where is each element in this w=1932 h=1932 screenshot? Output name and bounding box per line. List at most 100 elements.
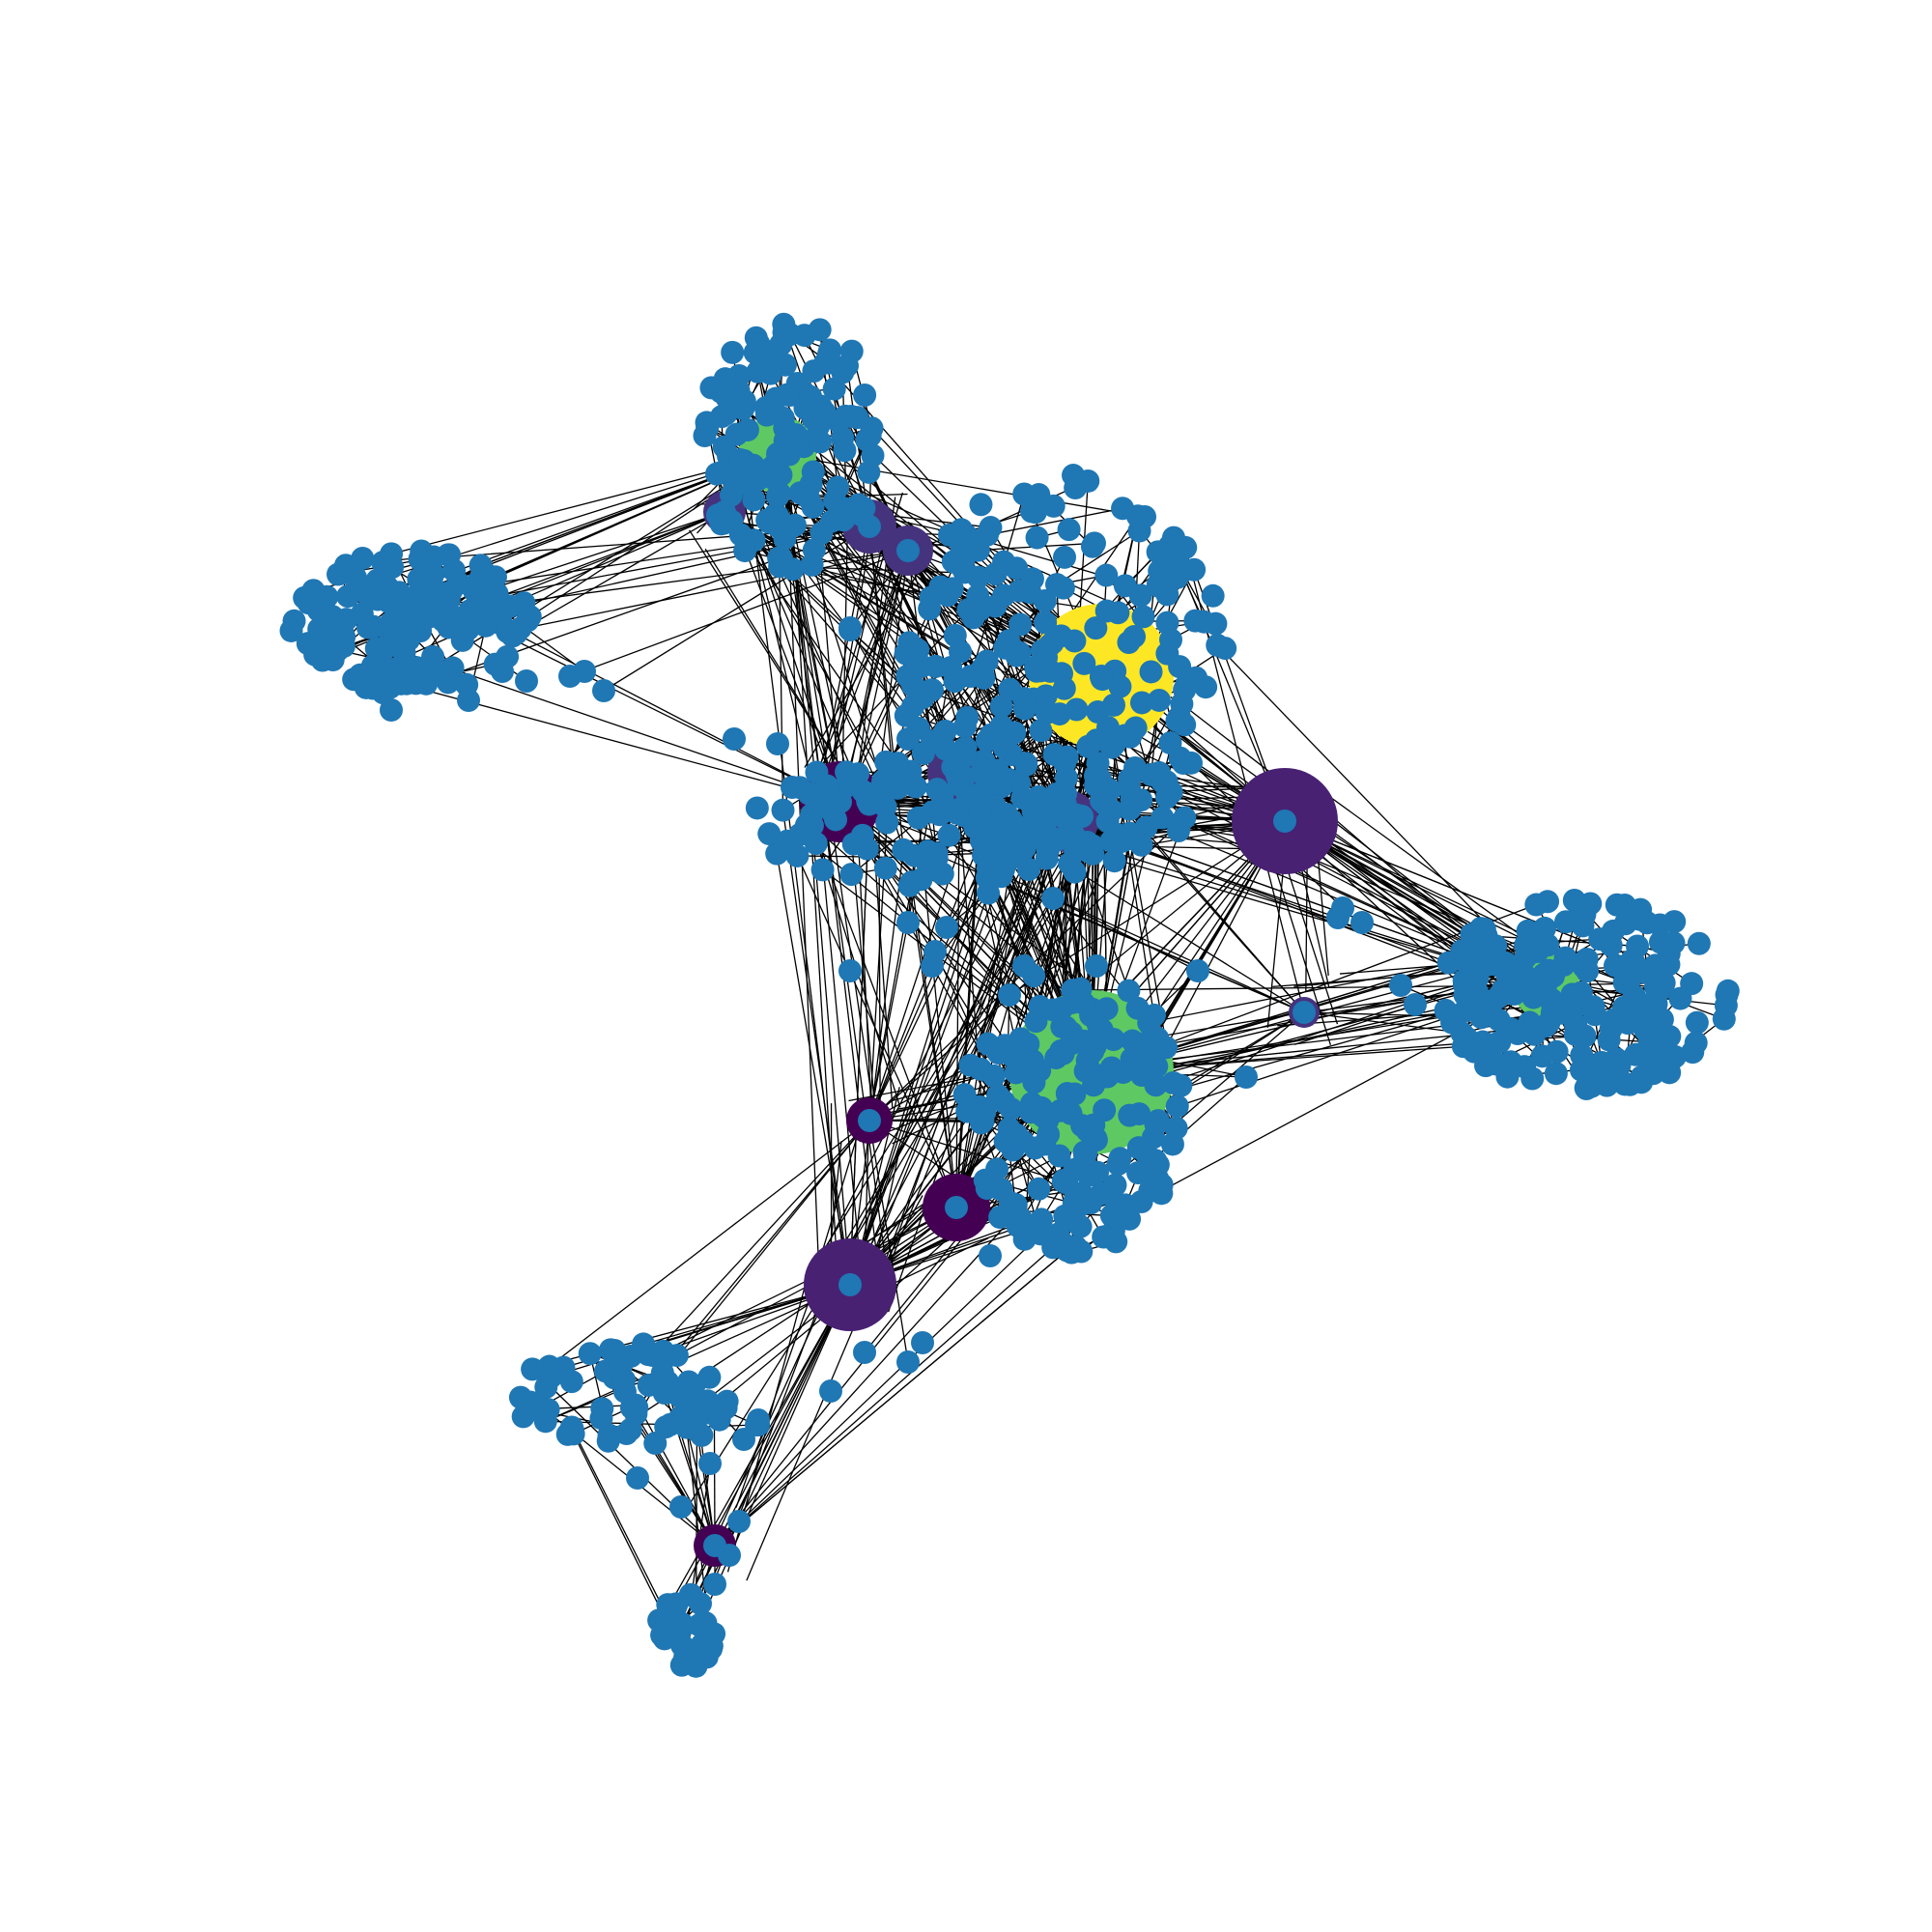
graph-node	[846, 762, 870, 786]
graph-node	[1011, 687, 1036, 711]
graph-node	[1123, 716, 1148, 740]
graph-node	[742, 488, 766, 512]
graph-node	[1094, 997, 1119, 1021]
graph-node	[373, 636, 397, 660]
graph-node	[1080, 1040, 1104, 1065]
graph-node	[827, 410, 851, 434]
graph-node	[838, 959, 862, 982]
graph-node	[392, 640, 416, 665]
graph-node	[703, 1534, 726, 1557]
graph-node	[1111, 497, 1135, 521]
graph-node	[1118, 1207, 1142, 1231]
graph-node	[988, 834, 1012, 858]
graph-node	[1034, 684, 1058, 708]
graph-node	[531, 1397, 555, 1421]
graph-node	[1714, 993, 1738, 1017]
graph-node	[1687, 931, 1711, 955]
graph-node	[1150, 1173, 1174, 1197]
graph-node	[921, 800, 945, 824]
graph-node	[1477, 998, 1501, 1022]
graph-node	[853, 384, 877, 408]
graph-node	[431, 609, 455, 633]
graph-node	[1117, 777, 1141, 801]
graph-node	[969, 493, 993, 517]
graph-node	[1144, 1073, 1168, 1097]
graph-node	[881, 758, 905, 782]
graph-node	[1073, 1144, 1097, 1168]
graph-node	[1118, 797, 1142, 821]
graph-node	[903, 775, 927, 799]
graph-edge	[878, 799, 881, 1108]
graph-node	[1524, 893, 1548, 917]
graph-node	[976, 523, 1000, 547]
graph-node	[485, 582, 509, 606]
graph-node	[933, 719, 957, 743]
graph-node	[853, 1341, 876, 1364]
graph-node	[829, 790, 852, 813]
graph-node	[1080, 1061, 1103, 1084]
graph-node	[1093, 1098, 1117, 1122]
graph-edge	[1056, 529, 1140, 585]
graph-node	[1434, 998, 1458, 1022]
graph-node	[518, 605, 542, 629]
graph-node	[279, 618, 303, 642]
graph-edge	[849, 804, 870, 1286]
graph-node	[1645, 979, 1669, 1003]
graph-node	[1606, 1053, 1631, 1077]
graph-node	[925, 778, 950, 802]
graph-node	[1099, 800, 1122, 823]
graph-edge	[777, 453, 1146, 518]
graph-node	[945, 761, 968, 784]
graph-node	[1028, 994, 1052, 1018]
graph-edge	[830, 520, 874, 771]
graph-node	[1117, 979, 1141, 1003]
graph-node	[1158, 731, 1182, 755]
graph-node	[1147, 688, 1171, 712]
graph-node	[1616, 1011, 1640, 1036]
graph-node	[976, 1032, 1000, 1056]
graph-node	[301, 586, 326, 611]
graph-node	[349, 574, 373, 598]
graph-edge	[849, 876, 1003, 1286]
graph-node	[896, 727, 920, 751]
graph-node	[670, 1634, 695, 1658]
graph-node	[1564, 1012, 1588, 1037]
graph-node	[380, 698, 403, 722]
graph-node	[896, 539, 920, 562]
graph-node	[896, 911, 920, 934]
graph-edge	[907, 738, 938, 854]
graph-node	[906, 638, 930, 662]
graph-node	[901, 674, 924, 697]
graph-node	[935, 916, 958, 939]
graph-node	[469, 554, 493, 578]
graph-node	[1194, 675, 1218, 699]
graph-node	[1019, 499, 1043, 524]
graph-edge	[805, 554, 908, 802]
graph-node	[714, 402, 738, 426]
graph-node	[1273, 810, 1296, 833]
graph-node	[956, 598, 980, 622]
graph-node	[457, 689, 480, 712]
graph-node	[361, 676, 385, 700]
graph-node	[841, 832, 866, 856]
graph-edge	[1052, 897, 1199, 972]
graph-node	[504, 621, 528, 645]
graph-node	[1118, 1103, 1142, 1127]
graph-node	[1051, 576, 1075, 600]
graph-node	[1053, 751, 1077, 775]
graph-node	[1052, 676, 1076, 700]
graph-node	[1685, 1010, 1709, 1035]
graph-edge	[822, 1133, 859, 1250]
graph-node	[1597, 1028, 1621, 1052]
graph-node	[1642, 957, 1666, 981]
graph-edge	[704, 548, 850, 781]
graph-node	[1088, 767, 1112, 791]
graph-node	[1389, 974, 1412, 997]
graph-node	[767, 481, 791, 505]
graph-node	[831, 360, 855, 384]
graph-node	[839, 339, 864, 363]
graph-edge	[876, 1152, 900, 1251]
graph-node	[1575, 948, 1599, 972]
graph-node	[1008, 579, 1032, 603]
graph-node	[626, 1466, 649, 1490]
